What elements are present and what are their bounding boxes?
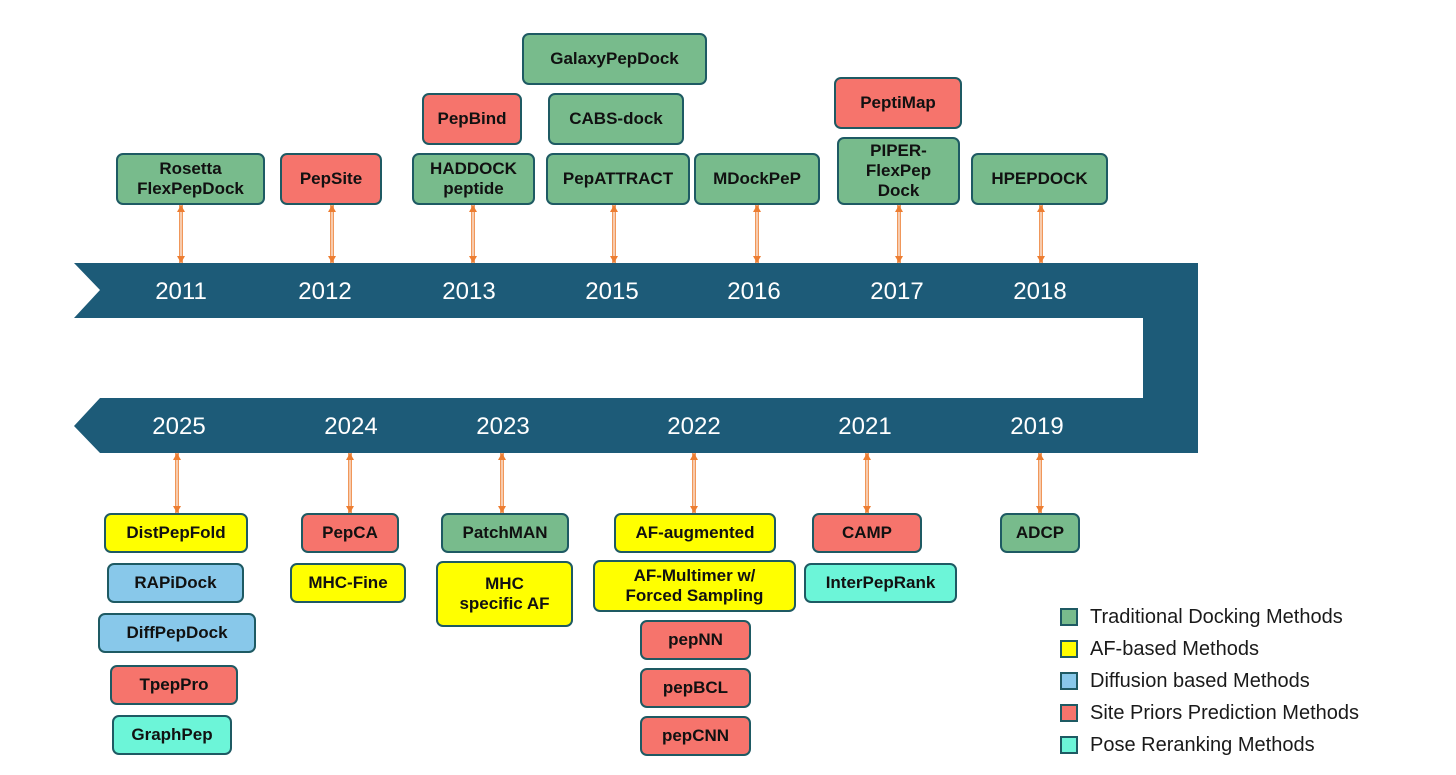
year-label: 2011	[155, 278, 207, 305]
year-label: 2022	[667, 413, 720, 440]
legend-swatch	[1060, 704, 1078, 722]
year-label: 2019	[1010, 413, 1063, 440]
method-box-adcp: ADCP	[1000, 513, 1080, 553]
method-box-pepbind: PepBind	[422, 93, 522, 145]
method-box-pepattract: PepATTRACT	[546, 153, 690, 205]
method-box-pepca: PepCA	[301, 513, 399, 553]
method-box-pepbcl: pepBCL	[640, 668, 751, 708]
method-box-haddock-peptide: HADDOCK peptide	[412, 153, 535, 205]
method-box-galaxypepdock: GalaxyPepDock	[522, 33, 707, 85]
connector-arrow	[173, 453, 181, 513]
year-label: 2023	[476, 413, 529, 440]
legend-label: AF-based Methods	[1090, 637, 1259, 660]
legend-item-traditional: Traditional Docking Methods	[1060, 605, 1343, 629]
legend-swatch	[1060, 672, 1078, 690]
legend-label: Site Priors Prediction Methods	[1090, 701, 1360, 724]
method-box-camp: CAMP	[812, 513, 922, 553]
connector-arrow	[863, 453, 871, 513]
method-box-rapidock: RAPiDock	[107, 563, 244, 603]
connector-arrow	[690, 453, 698, 513]
method-box-af-augmented: AF-augmented	[614, 513, 776, 553]
year-label: 2017	[870, 278, 923, 305]
year-label: 2018	[1013, 278, 1066, 305]
method-box-tpeppro: TpepPro	[110, 665, 238, 705]
connector-arrow	[498, 453, 506, 513]
connector-arrow	[328, 205, 336, 263]
year-label: 2021	[838, 413, 891, 440]
method-box-cabs-dock: CABS-dock	[548, 93, 684, 145]
connector-arrow	[346, 453, 354, 513]
legend-label: Pose Reranking Methods	[1090, 733, 1315, 756]
year-label: 2024	[324, 413, 377, 440]
method-box-distpepfold: DistPepFold	[104, 513, 248, 553]
legend-swatch	[1060, 640, 1078, 658]
year-label: 2016	[727, 278, 780, 305]
method-box-rosetta-flexpepdock: Rosetta FlexPepDock	[116, 153, 265, 205]
connector-arrow	[1037, 205, 1045, 263]
method-box-peptimap: PeptiMap	[834, 77, 962, 129]
legend-item-af: AF-based Methods	[1060, 637, 1259, 661]
legend-item-diffusion: Diffusion based Methods	[1060, 669, 1310, 693]
connector-arrow	[177, 205, 185, 263]
method-box-pepnn: pepNN	[640, 620, 751, 660]
method-box-diffpepdock: DiffPepDock	[98, 613, 256, 653]
method-box-mhc-fine: MHC-Fine	[290, 563, 406, 603]
method-box-interpeprank: InterPepRank	[804, 563, 957, 603]
method-box-hpepdock: HPEPDOCK	[971, 153, 1108, 205]
method-box-pepsite: PepSite	[280, 153, 382, 205]
connector-arrow	[469, 205, 477, 263]
legend-swatch	[1060, 736, 1078, 754]
legend-label: Diffusion based Methods	[1090, 669, 1310, 692]
year-label: 2015	[585, 278, 638, 305]
method-box-mhc-specific-af: MHC specific AF	[436, 561, 573, 627]
connector-arrow	[1036, 453, 1044, 513]
method-box-mdockpep: MDockPeP	[694, 153, 820, 205]
method-box-pepcnn: pepCNN	[640, 716, 751, 756]
legend-label: Traditional Docking Methods	[1090, 605, 1343, 628]
method-box-patchman: PatchMAN	[441, 513, 569, 553]
year-label: 2012	[298, 278, 351, 305]
method-box-af-multimer-w-forced-sampling: AF-Multimer w/ Forced Sampling	[593, 560, 796, 612]
connector-arrow	[895, 205, 903, 263]
year-label: 2025	[152, 413, 205, 440]
connector-arrow	[610, 205, 618, 263]
legend-swatch	[1060, 608, 1078, 626]
method-box-graphpep: GraphPep	[112, 715, 232, 755]
timeline-band-shape	[74, 263, 1198, 453]
method-box-piper-flexpep-dock: PIPER- FlexPep Dock	[837, 137, 960, 205]
legend-item-pose: Pose Reranking Methods	[1060, 733, 1315, 757]
year-label: 2013	[442, 278, 495, 305]
legend-item-site: Site Priors Prediction Methods	[1060, 701, 1359, 725]
connector-arrow	[753, 205, 761, 263]
